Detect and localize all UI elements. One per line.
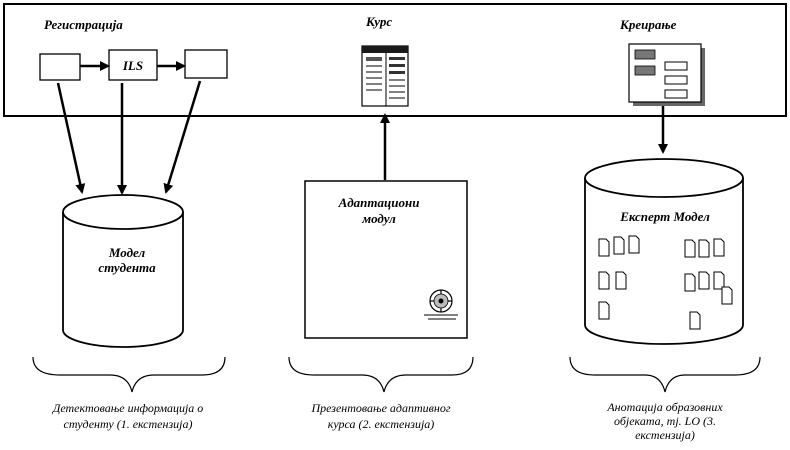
arrow-reg-to-student-3 [163,80,202,194]
student-model-label-1: Модел [108,245,146,260]
right-caption-line-2: објеката, тј. LO (3. [614,414,716,428]
document-icon [698,271,710,290]
gear-icon [424,289,458,320]
document-icon [698,239,710,258]
document-icon [689,311,701,330]
creation-label: Креирање [619,17,677,32]
right-caption-line-3: екстензија) [635,428,695,442]
left-brace [32,356,226,393]
document-icon [684,239,696,258]
creation-form-icon [628,43,705,106]
document-icon [684,273,696,292]
expert-model-cylinder [584,158,744,345]
student-model-label-2: студента [98,260,156,275]
registration-box-3 [184,49,228,79]
ils-label: ILS [122,58,143,73]
adaptation-module-label-2: модул [361,211,396,226]
left-caption-line-1: Детектовање информација о [52,401,204,415]
document-icon [713,238,725,257]
document-icon [628,235,640,254]
document-icon [598,271,610,290]
student-model-cylinder [62,194,184,348]
expert-model-label: Експерт Модел [619,209,710,224]
middle-caption-line-1: Презентовање адаптивног [310,401,450,415]
right-caption-line-1: Анотација образовних [606,400,723,414]
document-icon [598,301,610,320]
registration-label: Регистрација [44,17,123,32]
adaptation-module-label-1: Адаптациони [338,195,420,210]
document-icon [598,238,610,257]
document-icon [721,286,733,305]
left-caption-line-2: студенту (1. екстензија) [64,417,193,431]
right-brace [569,356,761,393]
registration-box-1 [39,53,81,81]
course-label: Курс [365,14,392,29]
document-icon [615,271,627,290]
document-icon [713,271,725,290]
arrow-reg-to-student-1 [56,82,86,194]
middle-caption-line-2: курса (2. екстензија) [328,417,435,431]
course-window-icon [361,45,409,107]
middle-brace [288,356,474,393]
document-icon [613,236,625,255]
document-icons [598,235,733,330]
ils-box [108,49,158,81]
